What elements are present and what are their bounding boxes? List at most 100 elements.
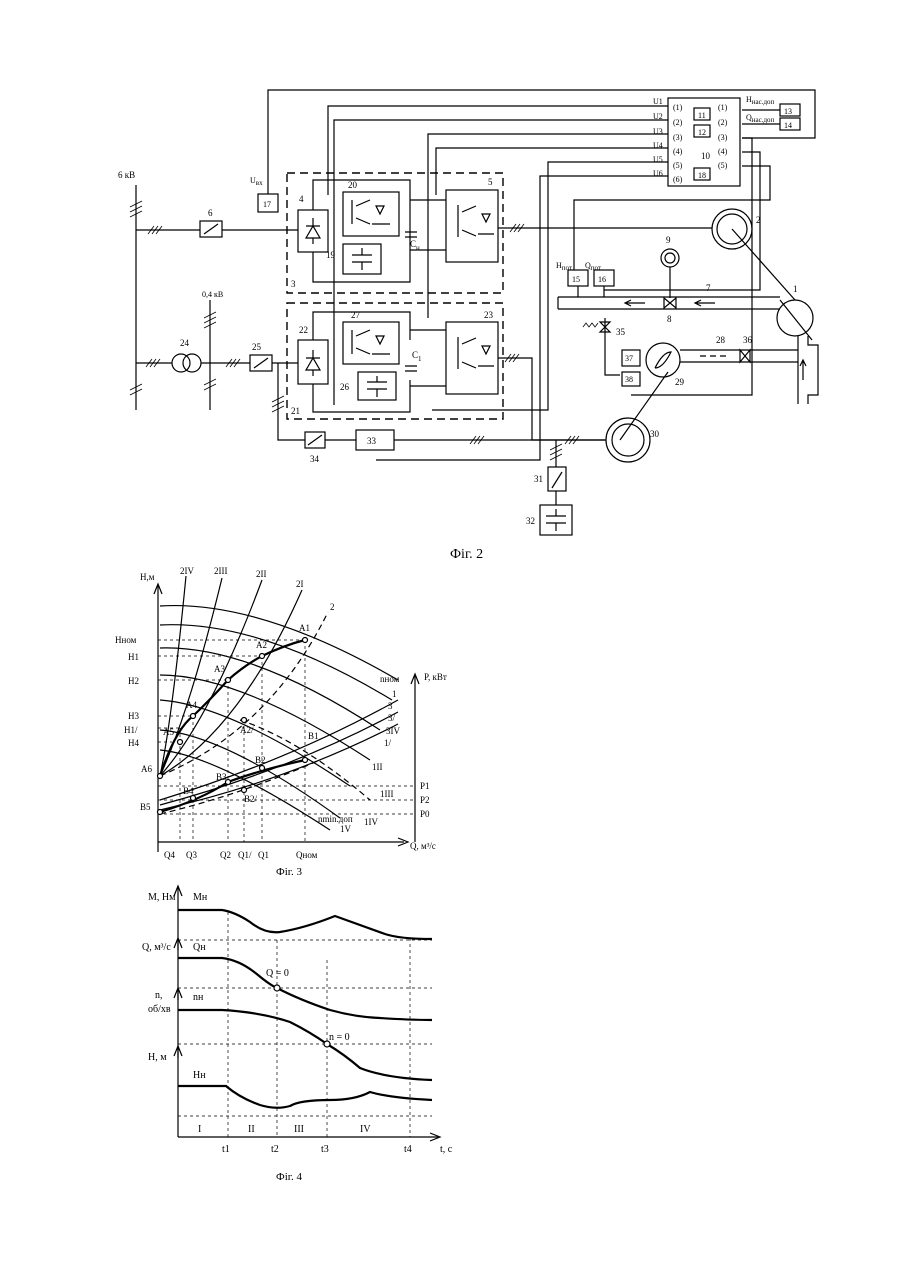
num-18: 18 bbox=[698, 171, 706, 180]
num-36: 36 bbox=[743, 335, 753, 345]
port-l4: (4) bbox=[673, 147, 683, 156]
tick-qnom: Qном bbox=[296, 850, 318, 860]
inverter-5 bbox=[446, 190, 498, 262]
label-1iv: 1IV bbox=[364, 817, 378, 827]
num-5: 5 bbox=[488, 177, 493, 187]
pipe-28 bbox=[680, 350, 798, 362]
tick-p2: P2 bbox=[420, 795, 430, 805]
shaft-2-1 bbox=[732, 229, 795, 300]
num-37: 37 bbox=[625, 354, 633, 363]
pump-1-outlet bbox=[798, 336, 818, 404]
tick-q2: Q2 bbox=[220, 850, 231, 860]
cap-c1 bbox=[405, 366, 417, 371]
bus-6kv-label: 6 кВ bbox=[118, 170, 135, 180]
valve-8 bbox=[664, 298, 676, 308]
fig4-x-label: t, c bbox=[440, 1144, 453, 1155]
transformer-24-b bbox=[183, 354, 201, 372]
num-35: 35 bbox=[616, 327, 626, 337]
label-a4: A4 bbox=[186, 700, 197, 710]
label-u-vx: Uвх bbox=[250, 176, 263, 187]
num-21: 21 bbox=[291, 406, 300, 416]
fig2-caption: Фіг. 2 bbox=[450, 547, 483, 562]
label-3iv: 3IV bbox=[386, 726, 400, 736]
tick-p1: P1 bbox=[420, 781, 430, 791]
tick-h-nom: Hном bbox=[115, 635, 137, 645]
curve-1 bbox=[160, 625, 392, 700]
num-1: 1 bbox=[793, 284, 798, 294]
pump-1-slash bbox=[780, 300, 812, 340]
u1-label: U1 bbox=[653, 97, 663, 106]
num-28: 28 bbox=[716, 335, 726, 345]
num-31: 31 bbox=[534, 474, 543, 484]
label-a2: A2 bbox=[256, 640, 267, 650]
tick-t3: t3 bbox=[321, 1144, 329, 1155]
fig4-y1: M, Нм bbox=[148, 892, 176, 903]
u3-label: U3 bbox=[653, 127, 663, 136]
fig4-hn: Hн bbox=[193, 1070, 206, 1081]
tick-h2: H2 bbox=[128, 676, 139, 686]
fig3-head-curves bbox=[160, 606, 398, 830]
num-13: 13 bbox=[784, 107, 792, 116]
stage-i: I bbox=[198, 1124, 201, 1135]
label-1: 1 bbox=[392, 689, 397, 699]
line-to-30 bbox=[498, 358, 606, 440]
num-10: 10 bbox=[701, 151, 711, 161]
num-9: 9 bbox=[666, 235, 671, 245]
stage-iii: III bbox=[294, 1124, 304, 1135]
curve-n-nom bbox=[160, 606, 398, 680]
port-l6: (6) bbox=[673, 175, 683, 184]
fig4-mn: Mн bbox=[193, 892, 208, 903]
num-4: 4 bbox=[299, 194, 304, 204]
point-a5 bbox=[178, 740, 183, 745]
tick-q1p: Q1/ bbox=[238, 850, 252, 860]
u5-label: U5 bbox=[653, 155, 663, 164]
sensor-9-inner bbox=[665, 253, 675, 263]
num-29: 29 bbox=[675, 377, 685, 387]
port-r5: (5) bbox=[718, 161, 728, 170]
rectifier-4 bbox=[298, 210, 328, 252]
point-a1 bbox=[303, 638, 308, 643]
tick-t4: t4 bbox=[404, 1144, 412, 1155]
label-2ii: 2II bbox=[256, 569, 267, 579]
point-a2 bbox=[260, 654, 265, 659]
label-a5: A5 bbox=[163, 727, 174, 737]
sensor-15-16-links bbox=[578, 286, 604, 297]
num-30: 30 bbox=[650, 429, 660, 439]
label-1iii: 1III bbox=[380, 789, 394, 799]
point-a2p bbox=[242, 718, 247, 723]
num-17: 17 bbox=[263, 200, 271, 209]
port-r3: (3) bbox=[718, 133, 728, 142]
curve-m bbox=[178, 910, 432, 939]
tick-p0: P0 bbox=[420, 809, 430, 819]
sensor-9 bbox=[661, 249, 679, 267]
fig4-y4: H, м bbox=[148, 1052, 167, 1063]
label-2iii: 2III bbox=[214, 566, 228, 576]
port-l2: (2) bbox=[673, 118, 683, 127]
label-b1: B1 bbox=[308, 731, 319, 741]
num-27: 27 bbox=[351, 310, 361, 320]
label-2iv: 2IV bbox=[180, 566, 194, 576]
label-nmin: nmin.доп bbox=[318, 814, 353, 824]
label-3: 3 bbox=[388, 701, 393, 711]
tick-h4: H4 bbox=[128, 738, 139, 748]
fig4-y3a: n, bbox=[155, 990, 163, 1001]
num-32: 32 bbox=[526, 516, 535, 526]
label-q-nas-dop: Qнас.доп bbox=[746, 113, 775, 124]
label-1v: 1V bbox=[340, 824, 352, 834]
point-b2 bbox=[260, 766, 265, 771]
point-b1 bbox=[303, 758, 308, 763]
curve-n bbox=[178, 1010, 432, 1080]
label-1ii: 1II bbox=[372, 762, 383, 772]
label-a6: A6 bbox=[141, 764, 152, 774]
num-12: 12 bbox=[698, 128, 706, 137]
point-a4 bbox=[191, 714, 196, 719]
label-q0: Q = 0 bbox=[266, 968, 289, 979]
num-11: 11 bbox=[698, 111, 706, 120]
label-h-nas-dop: Hнас.доп bbox=[746, 95, 775, 106]
port-l3: (3) bbox=[673, 133, 683, 142]
fig3-characteristics-chart: H,м P, кВт Q, м³/с Hном H1 H2 H3 H1/ H4 … bbox=[115, 566, 447, 878]
num-23: 23 bbox=[484, 310, 494, 320]
label-3p: 3/ bbox=[388, 713, 396, 723]
u4-label: U4 bbox=[653, 141, 663, 150]
